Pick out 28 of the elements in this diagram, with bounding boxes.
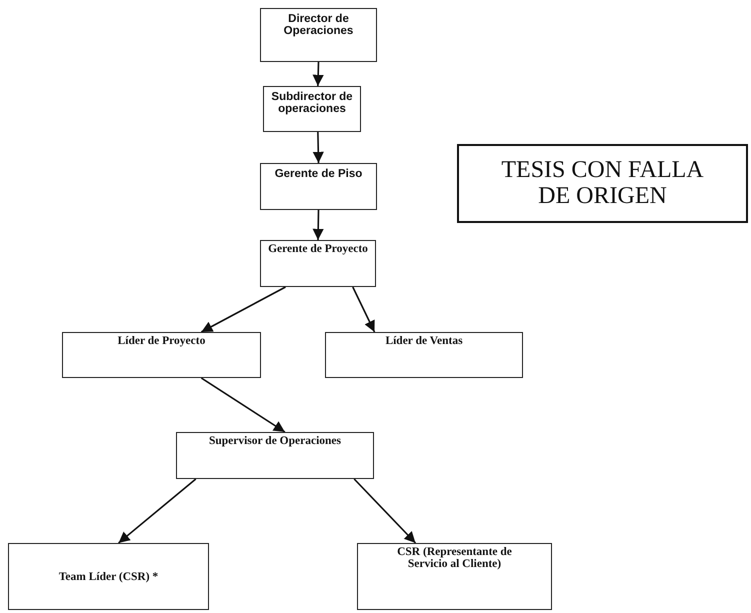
arrow [200, 377, 286, 433]
arrow [312, 132, 324, 164]
arrow [312, 210, 324, 240]
stamp-box [457, 144, 748, 223]
position-title: Líder de Ventas [384, 334, 464, 349]
position-box [8, 543, 209, 610]
position-box [357, 543, 552, 610]
arrow [354, 478, 416, 544]
position-title: CSR (Representante de Servicio al Cliente) [396, 545, 513, 572]
stamp-text: TESIS CON FALLA DE ORIGEN [500, 156, 705, 210]
position-title: Gerente de Proyecto [267, 242, 369, 257]
position-box [62, 332, 261, 378]
position-title: Subdirector de operaciones [270, 90, 354, 117]
position-box [260, 240, 376, 287]
position-title: Team Líder (CSR) * [58, 570, 160, 584]
position-box [176, 432, 374, 479]
position-box [260, 163, 377, 210]
position-title: Líder de Proyecto [116, 334, 206, 349]
arrow [118, 478, 196, 544]
position-title: Director de Operaciones [282, 12, 354, 39]
position-title: Supervisor de Operaciones [208, 434, 342, 449]
arrow [200, 286, 286, 333]
position-box [263, 86, 361, 132]
position-box [260, 8, 377, 62]
arrow [352, 286, 376, 332]
position-title: Gerente de Piso [274, 167, 364, 182]
arrow [312, 62, 324, 86]
position-box [325, 332, 523, 378]
